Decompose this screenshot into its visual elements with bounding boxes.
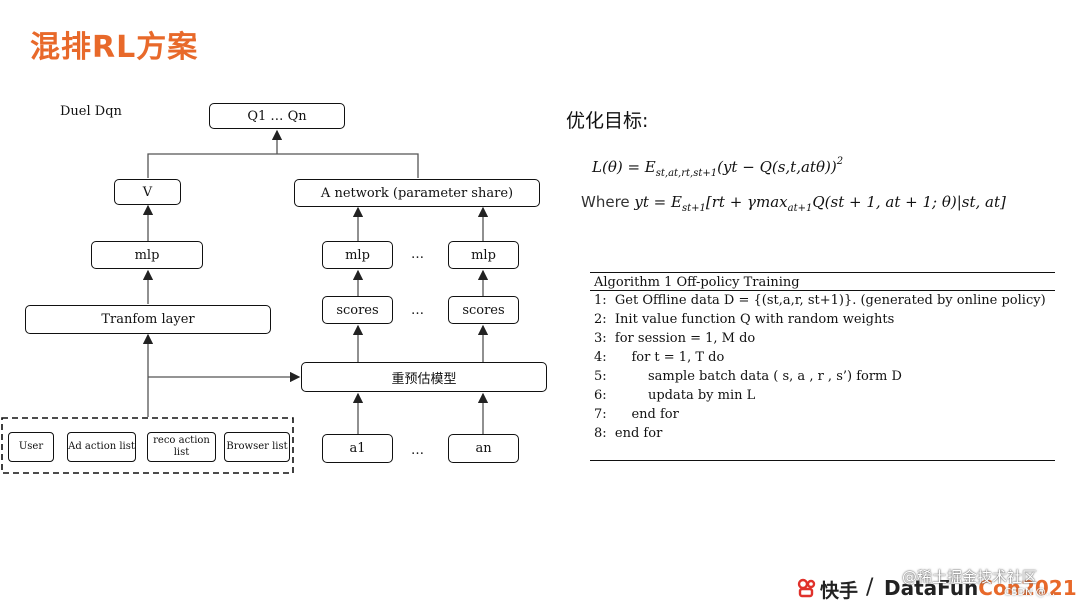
algorithm-line: 7: end for <box>594 407 679 422</box>
mlp-left-box: mlp <box>322 241 393 269</box>
scores-left-box: scores <box>322 296 393 324</box>
tranfom-layer-box: Tranfom layer <box>25 305 271 334</box>
footer-slash: / <box>866 575 874 600</box>
footer-csdn-watermark: CSDN @... <box>1004 587 1056 598</box>
q-output-box: Q1 … Qn <box>209 103 345 129</box>
algorithm-title: Algorithm 1 Off-policy Training <box>594 275 800 290</box>
algorithm-line: 8: end for <box>594 426 663 441</box>
algorithm-top-rule <box>590 272 1055 273</box>
ellipsis-scores: … <box>411 303 424 318</box>
mlp-box: mlp <box>91 241 203 269</box>
algorithm-line: 6: updata by min L <box>594 388 756 403</box>
algorithm-line: 5: sample batch data ( s, a , r , s’) fo… <box>594 369 902 384</box>
input-browser-list-box: Browser list <box>224 432 290 462</box>
a-network-box: A network (parameter share) <box>294 179 540 207</box>
algorithm-line: 3: for session = 1, M do <box>594 331 756 346</box>
algorithm-line: 4: for t = 1, T do <box>594 350 725 365</box>
algorithm-line: 1: Get Offline data D = {(st,a,r, st+1)}… <box>594 293 1046 308</box>
input-user-box: User <box>8 432 54 462</box>
v-box: V <box>114 179 181 205</box>
reestimate-model-box: 重预估模型 <box>301 362 547 392</box>
input-reco-action-list-box: reco action list <box>147 432 216 462</box>
algorithm-title-rule <box>590 290 1055 291</box>
scores-right-box: scores <box>448 296 519 324</box>
kuaishou-logo-icon <box>797 578 817 598</box>
loss-formula: L(θ) = Est,at,rt,st+1(yt − Q(s,t,atθ))2 <box>592 156 844 179</box>
action-an-box: an <box>448 434 519 463</box>
ellipsis-actions: … <box>411 443 424 458</box>
ellipsis-mlp: … <box>411 247 424 262</box>
action-a1-box: a1 <box>322 434 393 463</box>
inputs-group-border <box>1 417 294 474</box>
mlp-right-box: mlp <box>448 241 519 269</box>
footer-watermark: @稀土掘金技术社区 <box>902 568 1038 586</box>
page-title: 混排RL方案 <box>30 30 199 65</box>
footer-brand-en: DataFunCon2021 <box>884 576 1077 600</box>
target-formula: Where yt = Est+1[rt + γmaxat+1Q(st + 1, … <box>581 193 1006 214</box>
diagram-label: Duel Dqn <box>60 104 122 119</box>
footer-brand-cn: 快手 <box>820 580 859 602</box>
algorithm-bottom-rule <box>590 460 1055 461</box>
objective-label: 优化目标: <box>566 110 649 132</box>
input-ad-action-list-box: Ad action list <box>67 432 136 462</box>
algorithm-line: 2: Init value function Q with random wei… <box>594 312 895 327</box>
